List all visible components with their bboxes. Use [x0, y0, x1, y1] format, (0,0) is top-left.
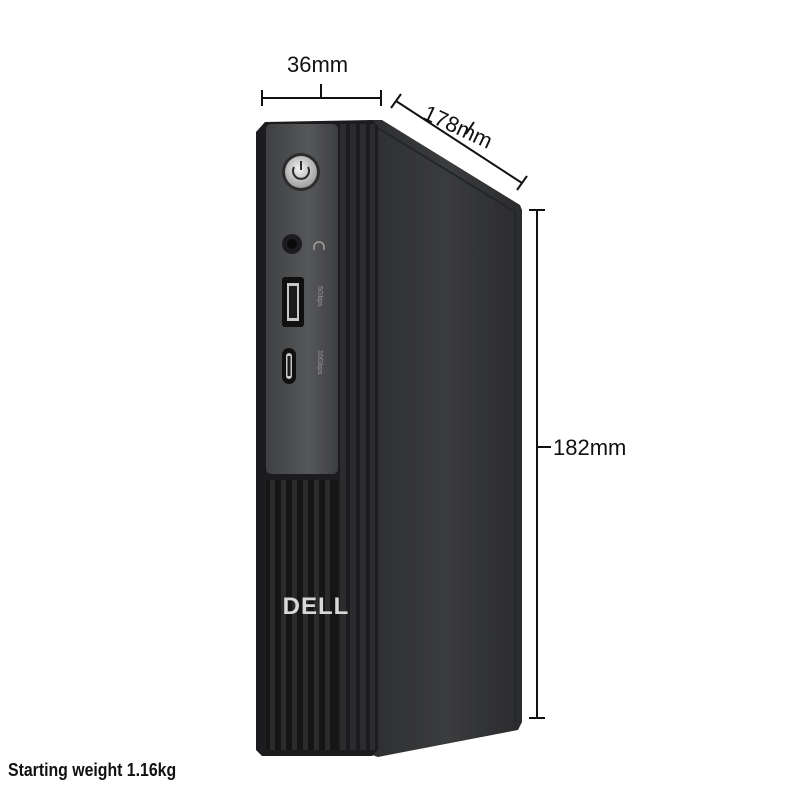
front-ridges-upper [340, 124, 375, 750]
depth-dimension-line [390, 93, 528, 191]
front-vent-grille [266, 480, 338, 750]
chassis-side-edge [377, 127, 516, 722]
headphone-jack [282, 234, 302, 254]
usb-c-speed-label: 10Gbps [316, 350, 323, 375]
height-dimension-label: 182mm [553, 435, 627, 460]
usb-a-port [282, 277, 304, 327]
power-button [282, 153, 320, 191]
headset-icon [313, 241, 325, 250]
chassis-side-panel [372, 120, 522, 757]
usb-a-speed-label: 5Gbps [316, 286, 323, 307]
usb-c-port [282, 348, 296, 384]
dell-logo: DELL [283, 593, 350, 620]
width-dimension-label: 36mm [287, 52, 349, 77]
height-dimension-line [529, 209, 551, 719]
width-dimension-line [261, 84, 382, 106]
weight-caption: Starting weight 1.16kg [8, 760, 177, 780]
